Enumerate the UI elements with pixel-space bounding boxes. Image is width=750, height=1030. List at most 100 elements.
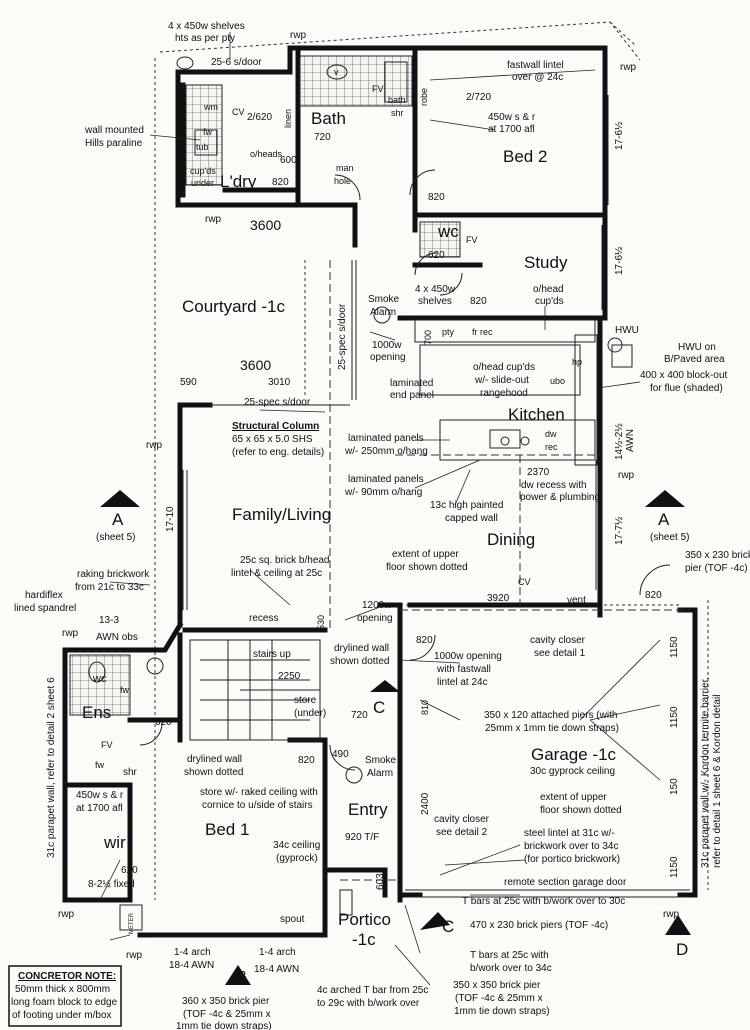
window-lines — [150, 95, 690, 938]
note-d176-study: 17-6½ — [614, 246, 625, 275]
note-drylined-2: shown dotted — [330, 656, 390, 667]
room-study: Study — [524, 253, 568, 272]
note-oheads: o/heads — [250, 149, 283, 159]
note-hwu: HWU — [615, 325, 639, 336]
note-d2370: 2370 — [527, 467, 550, 478]
note-extent-upper-1: extent of upper — [392, 549, 459, 560]
note-arched-4c-2: to 29c with b/work over — [317, 998, 420, 1009]
note-d1710: 17-10 — [165, 506, 176, 532]
note-opening-fast-1: 1000w opening — [434, 651, 502, 662]
note-rwp-ens: rwp — [62, 628, 79, 639]
note-store-raked-1: store w/- raked ceiling with — [200, 787, 318, 798]
note-smoke-alarm-1: Smoke — [368, 294, 400, 305]
note-linen: linen — [283, 109, 293, 128]
note-pier-350-1: 350 x 230 brick — [685, 550, 750, 561]
note-d700: 700 — [423, 330, 433, 345]
note-pier-360-1: 360 x 350 brick pier — [182, 996, 270, 1007]
note-fv-bath: FV — [372, 84, 384, 94]
note-fw-ldry: fw — [203, 127, 213, 137]
note-steel-lintel-1: steel lintel at 31c w/- — [524, 828, 615, 839]
note-arch-1-1: 1-4 arch — [174, 947, 211, 958]
note-ohead-slide-1: o/head cup'ds — [473, 362, 535, 373]
note-rwp-ldry: rwp — [205, 214, 222, 225]
note-d176-bed2: 17-6½ — [614, 121, 625, 150]
room-family-living: Family/Living — [232, 505, 331, 524]
note-parapet-right-2: refer to detail 1 sheet 6 & Kordon detai… — [712, 695, 723, 868]
room-ens: Ens — [82, 703, 111, 722]
note-tbars-34-1: T bars at 25c with — [470, 950, 549, 961]
note-d810: 810 — [420, 700, 430, 715]
note-pier-350-350-2: (TOF -4c & 25mm x — [455, 993, 543, 1004]
note-dw-recess-1: dw recess with — [521, 480, 587, 491]
note-d720-c: 720 — [351, 710, 368, 721]
stairs — [189, 639, 321, 741]
note-rwp-garage: rwp — [663, 909, 680, 920]
note-awn: AWN — [625, 429, 636, 452]
note-section-c-bot: C — [442, 917, 454, 936]
note-lam-90-1: laminated panels — [348, 474, 424, 485]
note-ws-bed2-1: 450w s & r — [488, 112, 536, 123]
note-shr-ens: shr — [123, 767, 138, 778]
note-lam-250-2: w/- 250mm o/hang — [344, 446, 428, 457]
note-section-b: B — [238, 968, 247, 983]
note-section-a-left-sheet: (sheet 5) — [96, 532, 135, 543]
note-arched-4c-1: 4c arched T bar from 25c — [317, 985, 428, 996]
note-fw-ens2: fw — [95, 760, 105, 770]
note-d2400: 2400 — [420, 792, 431, 815]
note-bath-shr-2: shr — [391, 108, 404, 118]
note-laminated-end-2: end panel — [390, 390, 434, 401]
section-markers — [100, 490, 691, 985]
note-d1772: 17-7½ — [614, 516, 625, 545]
note-dw-recess-2: power & plumbing — [520, 492, 600, 503]
upper-floor-extents — [329, 260, 690, 881]
note-section-a-left: A — [112, 510, 124, 529]
note-sdoor-256: 25-6 s/door — [211, 57, 262, 68]
note-arch-2-1: 1-4 arch — [259, 947, 296, 958]
note-cupds-2: under — [191, 178, 214, 188]
note-recess: recess — [249, 613, 278, 624]
note-hardiflex-2: lined spandrel — [14, 603, 76, 614]
concretor-note-line-2: long foam block to edge — [11, 997, 118, 1008]
tiled-areas — [69, 55, 461, 716]
note-cv-dining: CV — [518, 577, 531, 587]
note-tub: tub — [196, 142, 209, 152]
note-fastwall-2: over @ 24c — [512, 72, 563, 83]
note-opening-1200-1: 1200w — [362, 600, 392, 611]
note-raking-2: from 21c to 33c — [75, 582, 144, 593]
note-fv-ens: FV — [101, 740, 113, 750]
note-raking-1: raking brickwork — [77, 569, 150, 580]
note-opening-fast-2: with fastwall — [436, 664, 491, 675]
room-bed1: Bed 1 — [205, 820, 249, 839]
note-ws-wir-2: at 1700 afl — [76, 803, 123, 814]
note-cavity-1-2: see detail 1 — [534, 648, 586, 659]
note-manhole-1: man — [336, 163, 354, 173]
room-kitchen: Kitchen — [508, 405, 565, 424]
note-rwp-bot: rwp — [126, 950, 143, 961]
note-tbars-30: T bars at 25c with b/work over to 30c — [462, 896, 625, 907]
concretor-note-title: CONCRETOR NOTE: — [18, 971, 116, 982]
note-d3010: 3010 — [268, 377, 291, 388]
note-wm-hills-1: wall mounted — [84, 125, 144, 136]
note-shelves-top-1: 4 x 450w shelves — [168, 21, 245, 32]
walls — [62, 45, 698, 938]
note-wm-hills-2: Hills paraline — [85, 138, 143, 149]
note-hwu-note-1: HWU on — [678, 342, 716, 353]
note-structural-col-2: (refer to eng. details) — [232, 447, 324, 458]
note-smoke-b-2: Alarm — [367, 768, 393, 779]
note-dw-2: rec — [545, 442, 558, 452]
note-shelves-top-2: hts as per pty — [175, 33, 235, 44]
note-pier-350-2: pier (TOF -4c) — [685, 563, 748, 574]
note-structural-col-title: Structural Column — [232, 421, 319, 432]
annotations: 4 x 450w shelves hts as per pty rwp 25-6… — [14, 21, 750, 1030]
note-ohead-slide-2: w/- slide-out — [474, 375, 529, 386]
note-opening-1000-2: opening — [370, 352, 406, 363]
note-lam-250-1: laminated panels — [348, 433, 424, 444]
note-d820-b1: 820 — [298, 755, 315, 766]
note-capped-wall-1: 13c high painted — [430, 500, 503, 511]
room-labels: Bath Bed 2 L'dry wc Study Courtyard -1c … — [82, 109, 617, 949]
note-remote-door: remote section garage door — [504, 877, 627, 888]
room-ldry: L'dry — [220, 172, 257, 191]
note-lintel-25-2: lintel & ceiling at 25c — [231, 568, 322, 579]
note-frrec: fr rec — [472, 327, 493, 337]
note-cv-ldry: CV — [232, 107, 245, 117]
